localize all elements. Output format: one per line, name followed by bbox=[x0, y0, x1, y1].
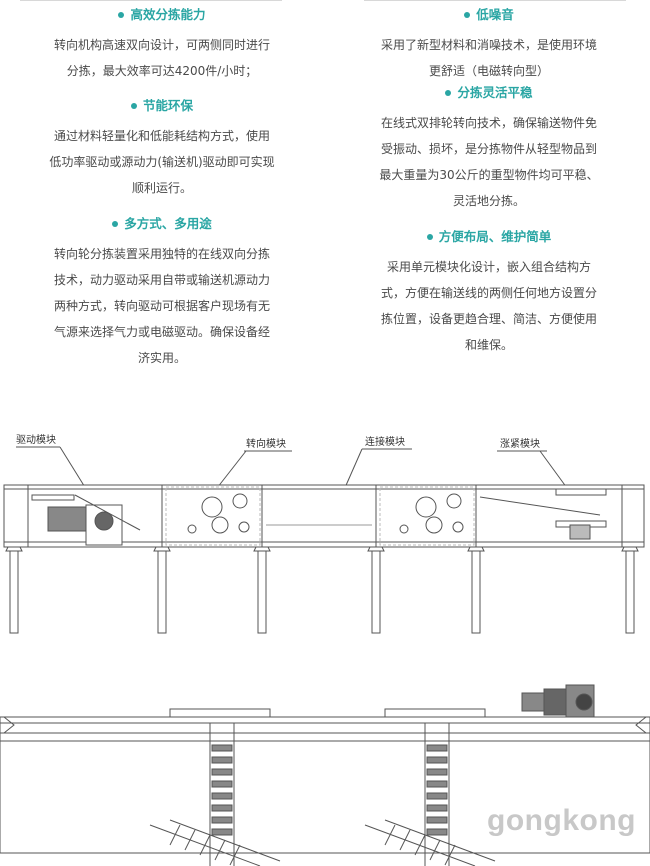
feature-title: 节能环保 bbox=[142, 98, 193, 113]
label-drive-module: 驱动模块 bbox=[16, 434, 56, 446]
feature-text-line: 采用单元模块化设计，嵌入组合结构方 bbox=[386, 260, 591, 274]
watermark: gongkong bbox=[487, 804, 636, 837]
conveyor-side-view-diagram: 驱动模块 转向模块 连接模块 涨紧模块 bbox=[3, 434, 645, 634]
feature-title: 多方式、多用途 bbox=[124, 216, 212, 231]
feature-easy-maintenance: 方便布局、维护简单 采用单元模块化设计，嵌入组合结构方 式，方便在输送线的两侧任… bbox=[344, 228, 634, 358]
feature-text-line: 灵活地分拣。 bbox=[452, 194, 525, 208]
bullet-icon bbox=[130, 102, 137, 109]
top-divider-right bbox=[364, 0, 626, 1]
feature-text-line: 受振动、损坏，是分拣物件从轻型物品到 bbox=[380, 142, 597, 156]
feature-title: 分拣灵活平稳 bbox=[457, 85, 533, 100]
feature-text-line: 济实用。 bbox=[137, 351, 186, 365]
feature-multi-purpose: 多方式、多用途 转向轮分拣装置采用独特的在线双向分拣 技术，动力驱动采用自带或输… bbox=[17, 215, 307, 371]
feature-text-line: 两种方式，转向驱动可根据客户现场有无 bbox=[53, 299, 270, 313]
conveyor-top-view-diagram bbox=[0, 684, 650, 866]
bullet-icon bbox=[426, 233, 433, 240]
feature-title: 低噪音 bbox=[476, 7, 514, 22]
feature-text-line: 分拣，最大效率可达4200件/小时； bbox=[66, 64, 258, 78]
feature-flexible-sorting: 分拣灵活平稳 在线式双排轮转向技术，确保输送物件免 受振动、损坏，是分拣物件从轻… bbox=[344, 84, 634, 214]
bullet-icon bbox=[445, 89, 452, 96]
feature-text-line: 最大重量为30公斤的重型物件均可平稳、 bbox=[379, 168, 599, 182]
feature-text-line: 低功率驱动或源动力(输送机)驱动即可实现 bbox=[49, 155, 275, 169]
feature-text-line: 更舒适（电磁转向型） bbox=[428, 64, 549, 78]
feature-title: 方便布局、维护简单 bbox=[438, 229, 552, 244]
bullet-icon bbox=[118, 11, 125, 18]
feature-text-line: 顺利运行。 bbox=[131, 181, 192, 195]
feature-text-line: 采用了新型材料和消噪技术，是使用环境 bbox=[380, 38, 597, 52]
top-divider-left bbox=[20, 0, 282, 1]
label-tension-module: 涨紧模块 bbox=[500, 438, 540, 450]
feature-energy-saving: 节能环保 通过材料轻量化和低能耗结构方式，使用 低功率驱动或源动力(输送机)驱动… bbox=[17, 97, 307, 201]
feature-text-line: 在线式双排轮转向技术，确保输送物件免 bbox=[380, 116, 597, 130]
feature-text-line: 转向轮分拣装置采用独特的在线双向分拣 bbox=[53, 247, 270, 261]
feature-text-line: 技术，动力驱动采用自带或输送机源动力 bbox=[53, 273, 270, 287]
feature-low-noise: 低噪音 采用了新型材料和消噪技术，是使用环境 更舒适（电磁转向型） bbox=[344, 6, 634, 84]
label-turn-module: 转向模块 bbox=[246, 437, 286, 450]
feature-title: 高效分拣能力 bbox=[130, 7, 206, 22]
feature-text-line: 拣位置，设备更趋合理、简洁、方便使用 bbox=[380, 312, 597, 326]
feature-text-line: 气源来选择气力或电磁驱动。确保设备经 bbox=[53, 325, 270, 339]
label-connect-module: 连接模块 bbox=[365, 435, 405, 448]
feature-text-line: 和维保。 bbox=[464, 338, 513, 352]
bullet-icon bbox=[112, 220, 119, 227]
feature-text-line: 通过材料轻量化和低能耗结构方式，使用 bbox=[53, 129, 270, 143]
feature-text-line: 式，方便在输送线的两侧任何地方设置分 bbox=[380, 286, 597, 300]
bullet-icon bbox=[464, 11, 471, 18]
feature-text-line: 转向机构高速双向设计，可两侧同时进行 bbox=[53, 38, 270, 52]
feature-efficient-sorting: 高效分拣能力 转向机构高速双向设计，可两侧同时进行 分拣，最大效率可达4200件… bbox=[17, 6, 307, 84]
